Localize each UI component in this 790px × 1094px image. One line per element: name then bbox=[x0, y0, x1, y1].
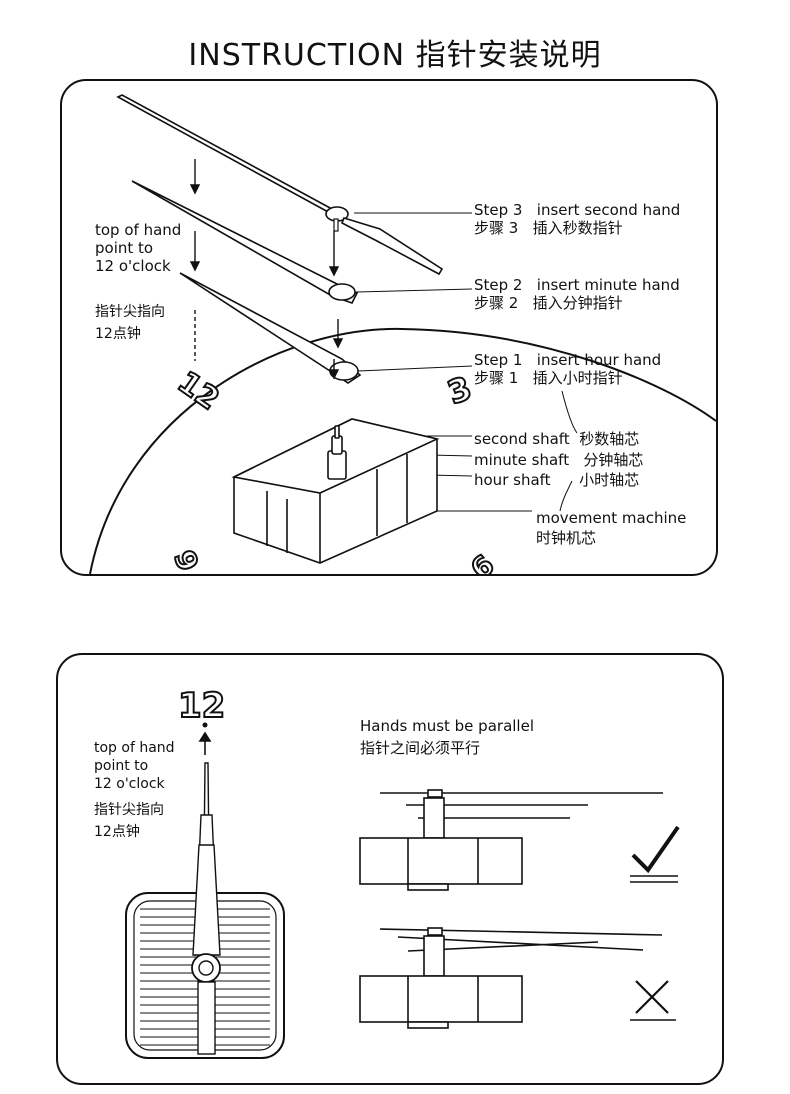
step-1-label: Step 1 insert hour hand 步骤 1 插入小时指针 bbox=[474, 351, 662, 387]
top-of-hand-note-2: top of hand point to 12 o'clock bbox=[94, 740, 175, 792]
parallel-hands-panel: 12 bbox=[56, 653, 724, 1085]
installation-diagram: 12 3 9 6 bbox=[89, 94, 716, 574]
step-3-label: Step 3 insert second hand 步骤 3 插入秒数指针 bbox=[474, 201, 681, 237]
step-2-label: Step 2 insert minute hand 步骤 2 插入分钟指针 bbox=[474, 276, 680, 312]
top-of-hand-note-2-cn: 指针尖指向 12点钟 bbox=[94, 802, 164, 840]
wrong-movement-icon bbox=[359, 927, 663, 1029]
second-shaft-label: second shaft 秒数轴芯 bbox=[474, 430, 640, 448]
dial-number-3: 3 bbox=[443, 369, 477, 412]
top-of-hand-note-cn: 指针尖指向 12点钟 bbox=[95, 304, 165, 342]
correct-movement-icon bbox=[359, 789, 663, 891]
hour-shaft-label: hour shaft 小时轴芯 bbox=[474, 471, 640, 489]
parallel-note: Hands must be parallel 指针之间必须平行 bbox=[360, 717, 534, 757]
hour-hand-icon bbox=[179, 272, 362, 384]
parallel-diagram: 12 bbox=[125, 685, 680, 1059]
stacked-hands-icon bbox=[191, 762, 221, 1055]
movement-machine-label: movement machine 时钟机芯 bbox=[536, 509, 687, 547]
minute-hand-icon bbox=[131, 180, 359, 304]
minute-shaft-label: minute shaft 分钟轴芯 bbox=[474, 451, 644, 469]
up-arrow-icon bbox=[198, 731, 212, 755]
cross-mark-icon bbox=[630, 980, 676, 1021]
twelve-numeral: 12 bbox=[178, 686, 225, 726]
dial-number-6: 6 bbox=[464, 548, 500, 574]
top-of-hand-note: top of hand point to 12 o'clock bbox=[95, 221, 182, 275]
page-title: INSTRUCTION 指针安装说明 bbox=[188, 38, 602, 73]
dial-number-12: 12 bbox=[171, 365, 225, 418]
movement-machine-icon bbox=[231, 418, 440, 564]
installation-steps-panel: 12 3 9 6 bbox=[60, 79, 718, 576]
arrow-icon bbox=[189, 159, 344, 380]
dial-number-9: 9 bbox=[167, 546, 205, 574]
second-hand-icon bbox=[116, 94, 444, 276]
check-mark-icon bbox=[630, 825, 680, 883]
